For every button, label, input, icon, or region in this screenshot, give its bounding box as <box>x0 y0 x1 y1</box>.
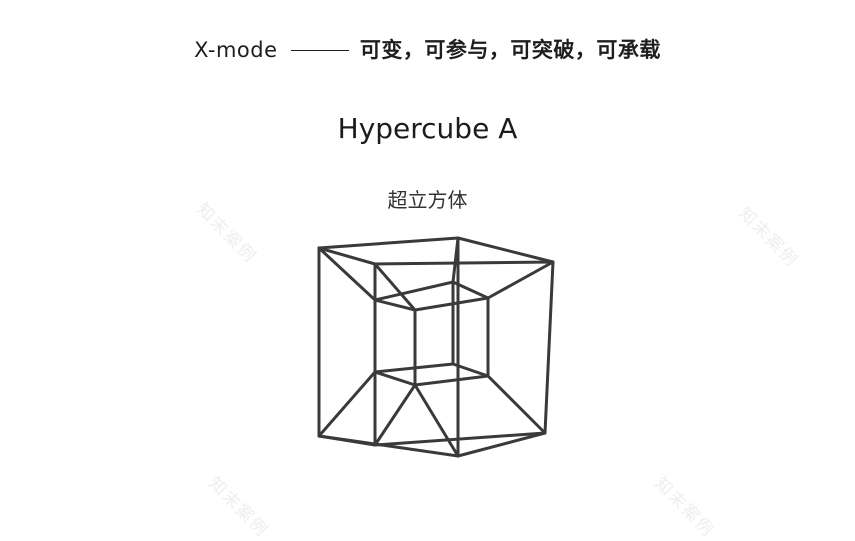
hypercube-illustration <box>317 236 555 458</box>
inner-edge <box>373 298 417 312</box>
hyper-edge <box>317 370 377 438</box>
hyper-edge <box>486 374 547 435</box>
hyper-edge <box>373 383 417 447</box>
hyper-edge <box>451 236 460 284</box>
hyper-edge <box>486 260 555 300</box>
page-subtitle: 超立方体 <box>387 188 468 212</box>
outer-back-face <box>373 260 555 447</box>
inner-edge <box>451 362 490 378</box>
hyper-edge <box>317 246 377 302</box>
inner-edge <box>373 370 417 387</box>
watermark-text: 知末案例 <box>204 473 273 541</box>
page-title: Hypercube A <box>337 112 518 145</box>
watermark-text: 知末案例 <box>650 473 719 541</box>
tagline: 可变，可参与，可突破，可承载 <box>359 38 661 62</box>
hyper-edge <box>373 262 417 312</box>
outer-edge <box>456 431 547 458</box>
em-dash-divider <box>290 49 349 51</box>
headline: X-mode 可变，可参与，可突破，可承载 <box>0 34 855 64</box>
outer-edge <box>317 434 377 447</box>
inner-edge <box>451 280 490 300</box>
outer-edge <box>317 246 377 266</box>
outer-edge <box>456 236 555 264</box>
brand-name: X-mode <box>194 38 278 62</box>
hyper-edge <box>413 383 460 458</box>
